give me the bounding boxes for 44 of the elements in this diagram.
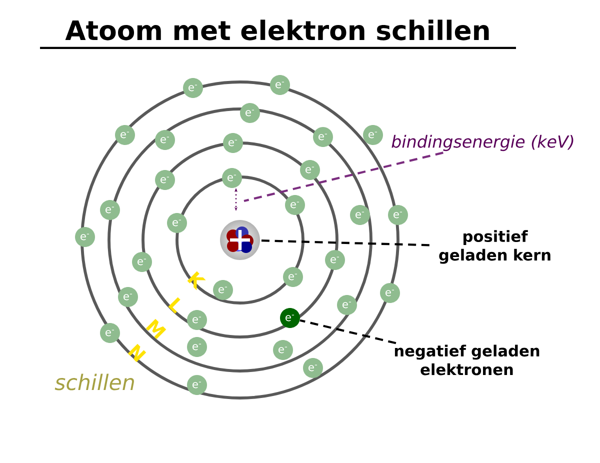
electron: e$^{-}$ [167, 213, 187, 233]
title: Atoom met elektron schillen [40, 20, 516, 50]
shell-letter: K [187, 271, 206, 290]
electron: e$^{-}$ [115, 125, 135, 145]
electron: e$^{-}$ [75, 227, 95, 247]
shell-caption: schillen [54, 374, 134, 390]
electron: e$^{-}$ [132, 252, 152, 272]
electron: e$^{-}$ [155, 170, 175, 190]
nucleus-drawing [226, 226, 254, 253]
electron: e$^{-}$ [283, 267, 303, 287]
electron: e$^{-}$ [273, 340, 293, 360]
highlighted-electron: e$^{-}$ [280, 308, 300, 328]
electron: e$^{-}$ [325, 250, 345, 270]
electron: e$^{-}$ [100, 323, 120, 343]
electron: e$^{-}$ [337, 295, 357, 315]
shell-letter: L [168, 297, 180, 314]
electron: e$^{-}$ [118, 287, 138, 307]
leader-line [244, 152, 444, 202]
electron: e$^{-}$ [303, 358, 323, 378]
callout-label: positief geladen kern [439, 230, 550, 264]
callout-label: negatief geladen elektronen [394, 344, 540, 376]
electron: e$^{-}$ [380, 283, 400, 303]
electron: e$^{-}$ [300, 160, 320, 180]
electron: e$^{-}$ [363, 125, 383, 145]
electron: e$^{-}$ [100, 200, 120, 220]
electron: e$^{-}$ [388, 205, 408, 225]
electron: e$^{-}$ [213, 280, 233, 300]
electron: e$^{-}$ [187, 310, 207, 330]
electron: e$^{-}$ [350, 205, 370, 225]
leader-line [260, 239, 430, 246]
electron: e$^{-}$ [183, 78, 203, 98]
electron: e$^{-}$ [270, 75, 290, 95]
electron: e$^{-}$ [187, 375, 207, 395]
leader-line [300, 319, 396, 344]
electron: e$^{-}$ [240, 103, 260, 123]
callout-label: bindingsenergie (keV) [392, 134, 574, 152]
electron: e$^{-}$ [187, 337, 207, 357]
electron: e$^{-}$ [285, 195, 305, 215]
electron: e$^{-}$ [223, 133, 243, 153]
electron: e$^{-}$ [222, 168, 242, 188]
shell-letter: N [128, 344, 146, 362]
electron: e$^{-}$ [313, 127, 333, 147]
electron: e$^{-}$ [155, 130, 175, 150]
shell-letter: M [146, 318, 166, 340]
